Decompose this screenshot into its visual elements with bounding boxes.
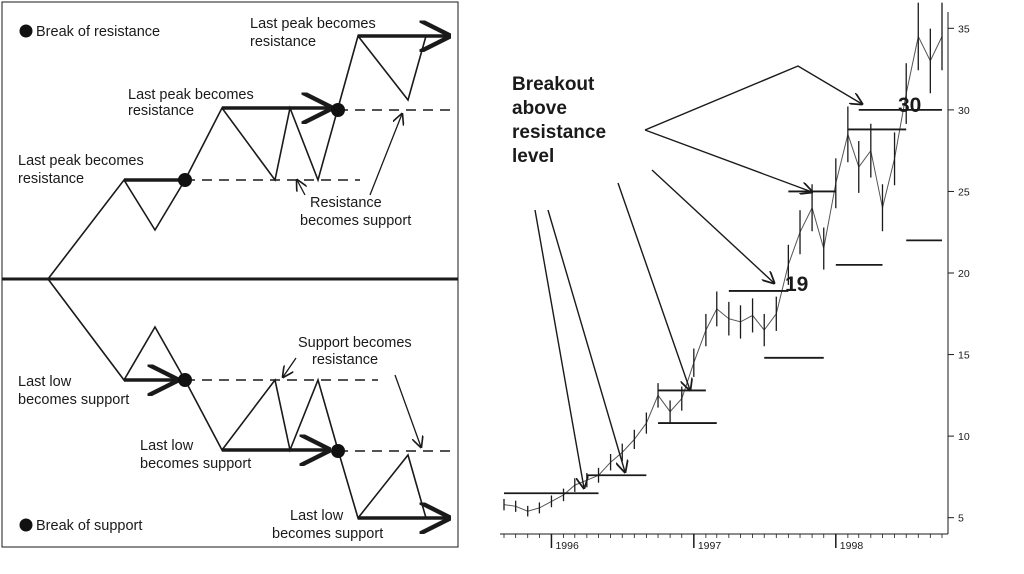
low2-label-line1: Last low [140,438,194,454]
breakout-label-line1: Breakout [512,74,595,95]
peak1-label-line1: Last peak becomes [18,153,144,169]
break-resistance-dot-icon [19,24,33,38]
sup-res-label-line1: Support becomes [298,335,412,351]
peak3-label-line2: resistance [250,34,316,50]
sup-res-arrow [283,357,297,377]
peak2-label-line1: Last peak becomes [128,87,254,103]
uptrend-path [47,34,427,280]
downtrend-path [47,278,427,520]
price-line [503,34,943,512]
break-dot-2-icon [331,103,345,117]
y-tick-label: 30 [958,105,970,117]
breakout-label-line4: level [512,146,554,167]
res-support-label-line1: Resistance [310,195,382,211]
legend-break-support: Break of support [36,518,142,534]
x-tick-label: 1998 [840,540,864,552]
sup-res-label-line2: resistance [312,352,378,368]
breakout-arrows [534,65,862,488]
y-tick-label: 20 [958,268,970,280]
legend-break-resistance: Break of resistance [36,24,160,40]
x-ticks: 1996 1997 1998 [503,534,943,552]
level-30-label: 30 [898,94,921,117]
y-tick-label: 25 [958,186,970,198]
peak2-label-line2: resistance [128,103,194,119]
y-tick-label: 15 [958,350,970,362]
y-tick-label: 35 [958,23,970,35]
res-support-arrow-2 [369,114,402,196]
level-lines [504,108,942,495]
arrow-to-19 [651,169,774,283]
x-tick-label: 1997 [698,540,722,552]
level-19-label: 19 [785,273,808,296]
y-tick-label: 10 [958,431,970,443]
arrow-to-30 [644,65,862,131]
low1-label-line1: Last low [18,374,72,390]
breakout-label-line2: above [512,98,567,119]
arrow-to-13 [617,182,690,390]
arrow-to-25 [644,129,812,192]
low3-label-line1: Last low [290,508,344,524]
left-panel-frame [1,1,459,548]
low2-label-line2: becomes support [140,456,251,472]
break-support-dot-icon [19,518,33,532]
left-panel: Break of resistance Break of support Las… [1,1,459,548]
peak3-label-line1: Last peak becomes [250,16,376,32]
y-tick-label: 5 [958,513,964,525]
break-dot-1-icon [178,173,192,187]
arrow-to-6-5 [534,209,584,488]
breakout-label-line3: resistance [512,122,606,143]
x-tick-label: 1996 [555,540,579,552]
res-support-arrow [297,180,305,196]
sup-res-arrow-2 [394,374,421,447]
y-ticks: 5 10 15 20 25 30 35 [948,23,970,525]
low1-label-line2: becomes support [18,392,129,408]
break-dot-3-icon [178,373,192,387]
break-dot-4-icon [331,444,345,458]
peak1-label-line2: resistance [18,171,84,187]
arrow-to-7-5 [547,209,625,472]
low3-label-line2: becomes support [272,526,383,542]
right-chart: 5 10 15 20 25 30 35 1996 1997 1998 Breakout abov… [500,2,970,552]
res-support-label-line2: becomes support [300,213,411,229]
